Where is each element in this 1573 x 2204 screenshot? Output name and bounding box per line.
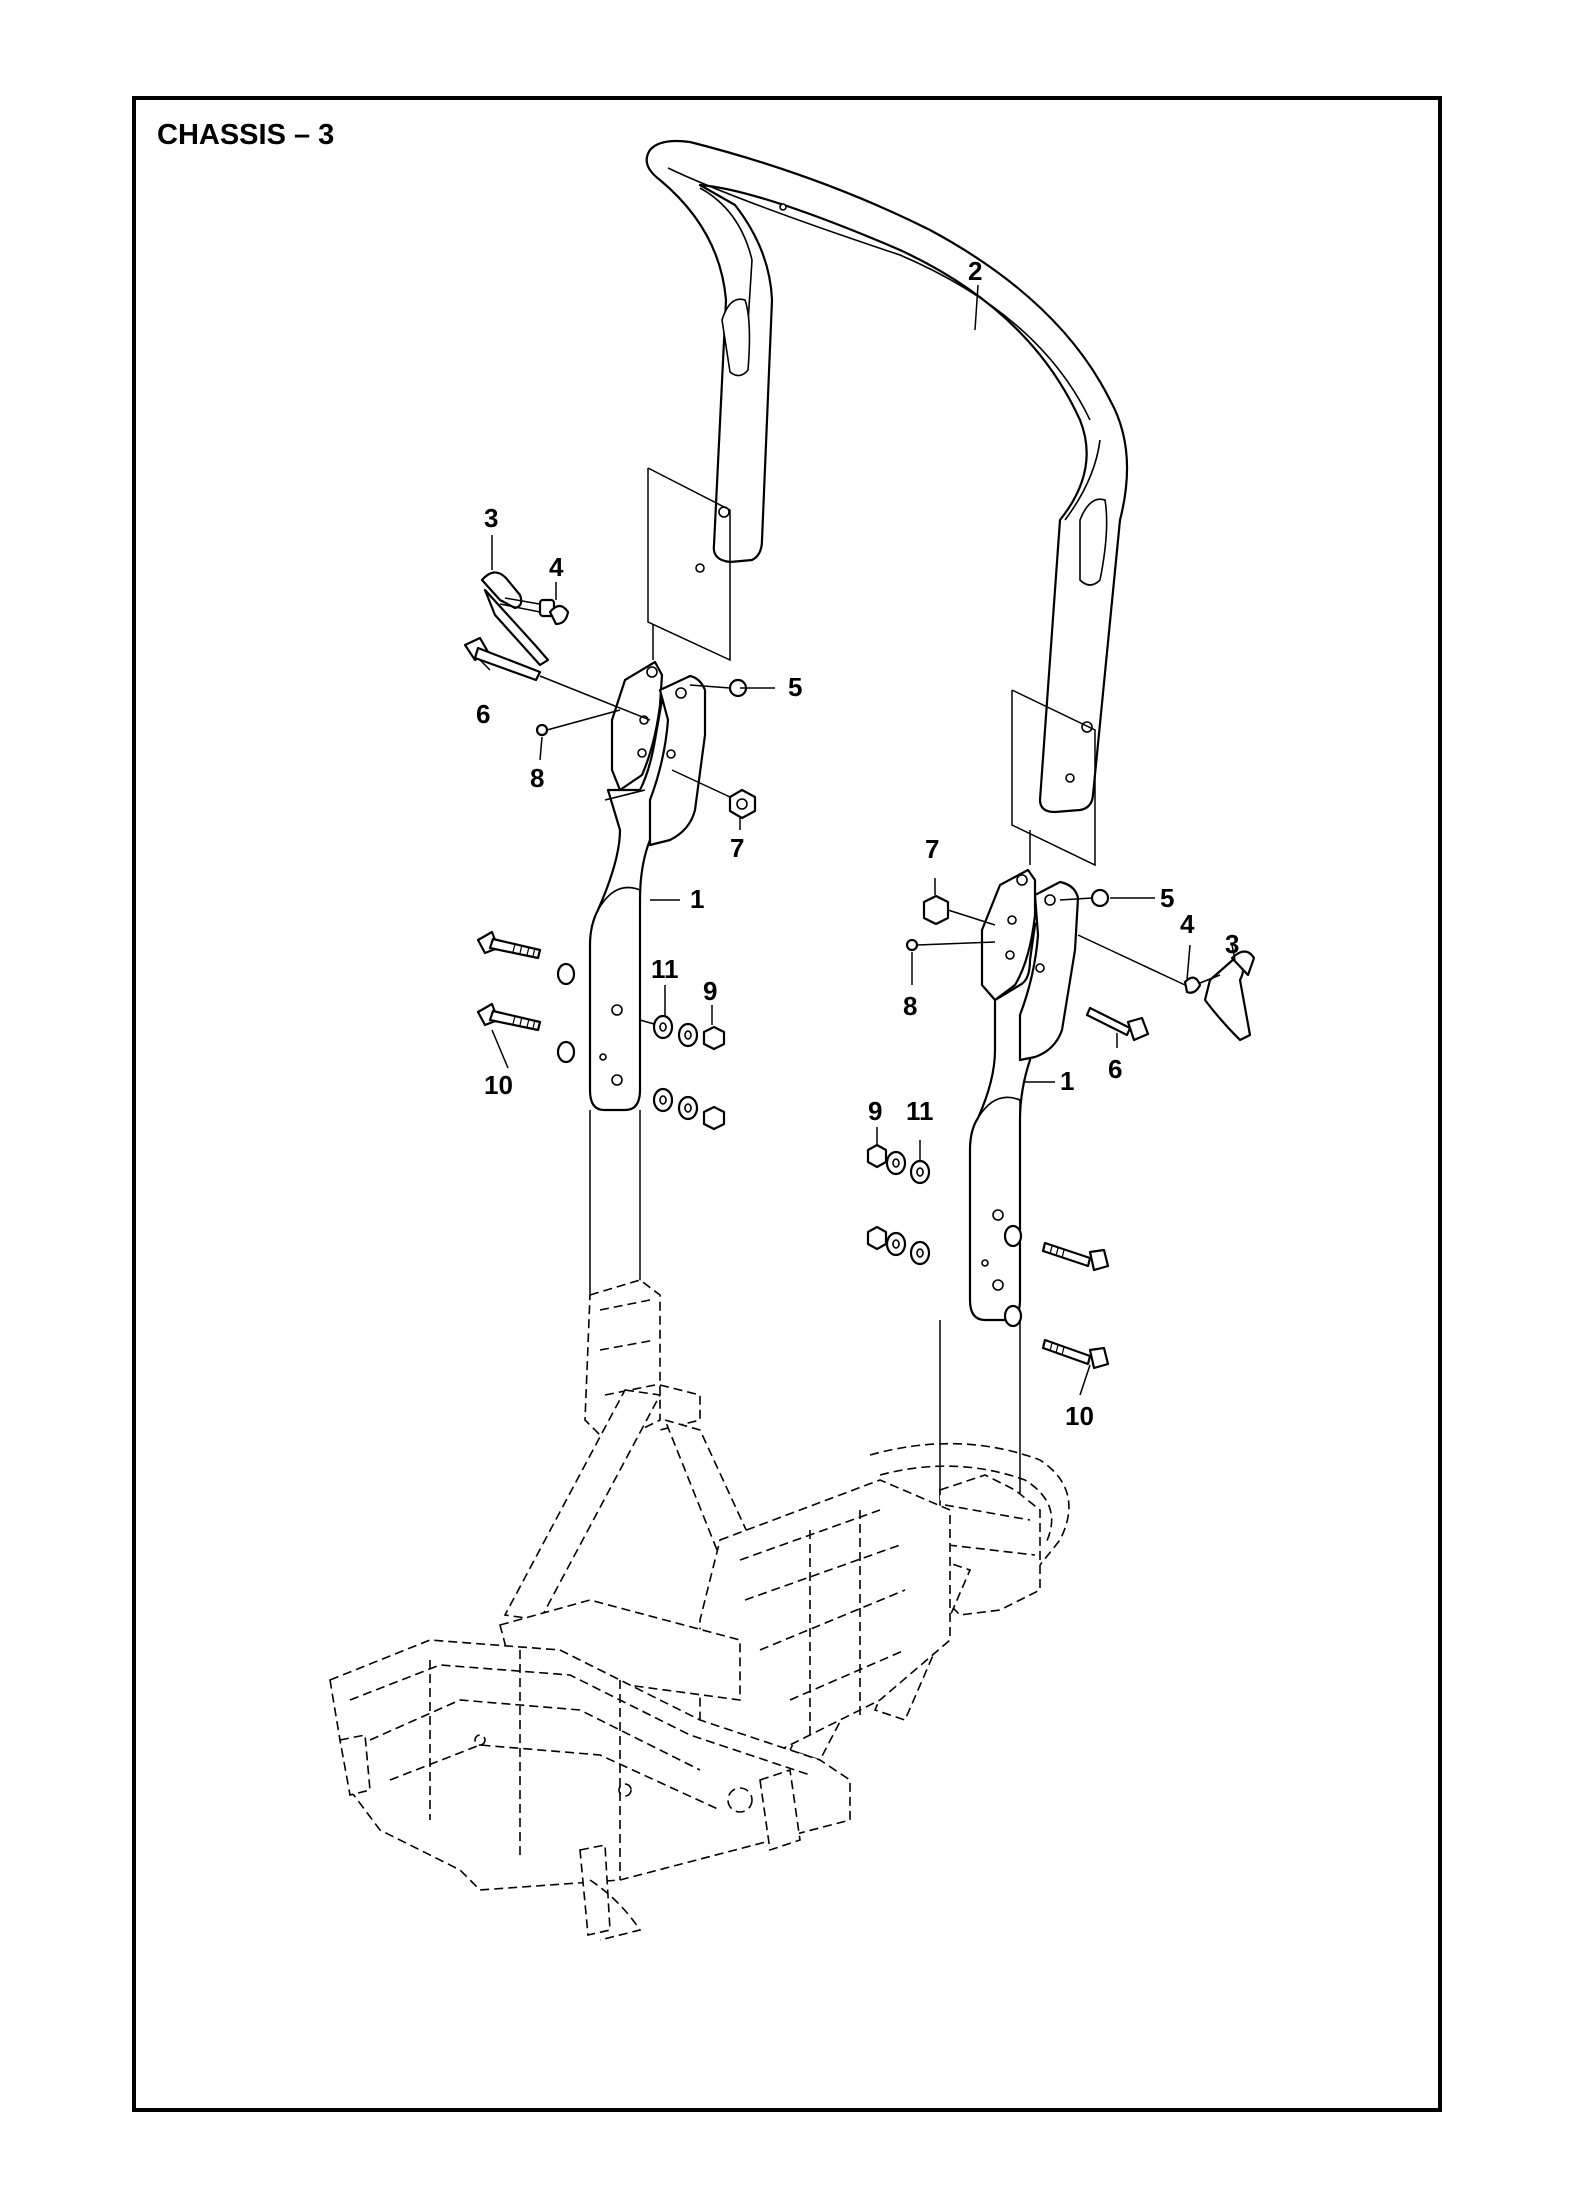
callout-6-right: 6 bbox=[1108, 1054, 1122, 1084]
callout-labels: 2 3 4 6 5 8 7 1 11 9 10 7 5 4 3 8 6 1 9 … bbox=[476, 256, 1239, 1431]
callout-5-left: 5 bbox=[788, 672, 802, 702]
callout-3-right: 3 bbox=[1225, 929, 1239, 959]
callout-2: 2 bbox=[968, 256, 982, 286]
projection-guides-bar bbox=[647, 467, 1096, 867]
callout-3-left: 3 bbox=[484, 503, 498, 533]
roll-bar-upper bbox=[645, 139, 1129, 814]
callout-5-right: 5 bbox=[1160, 883, 1174, 913]
callout-11-left: 11 bbox=[651, 954, 679, 984]
callout-9-left: 9 bbox=[703, 976, 717, 1006]
callout-10-left: 10 bbox=[484, 1070, 513, 1100]
callout-6-left: 6 bbox=[476, 699, 490, 729]
callout-1-left: 1 bbox=[690, 884, 704, 914]
callout-11-right: 11 bbox=[906, 1096, 934, 1126]
callout-7-right: 7 bbox=[925, 834, 939, 864]
callout-leaders bbox=[479, 284, 1236, 1396]
callout-7-left: 7 bbox=[730, 833, 744, 863]
callout-4-right: 4 bbox=[1180, 909, 1195, 939]
callout-8-right: 8 bbox=[903, 991, 917, 1021]
left-bracket-assembly bbox=[463, 571, 757, 1131]
right-bracket-assembly bbox=[866, 868, 1256, 1370]
callout-8-left: 8 bbox=[530, 763, 544, 793]
callout-1-right: 1 bbox=[1060, 1066, 1074, 1096]
page-title: CHASSIS – 3 bbox=[157, 119, 334, 151]
callout-9-right: 9 bbox=[868, 1096, 882, 1126]
chassis-frame-reference bbox=[329, 1279, 1070, 1941]
callout-4-left: 4 bbox=[549, 552, 564, 582]
callout-10-right: 10 bbox=[1065, 1401, 1094, 1431]
